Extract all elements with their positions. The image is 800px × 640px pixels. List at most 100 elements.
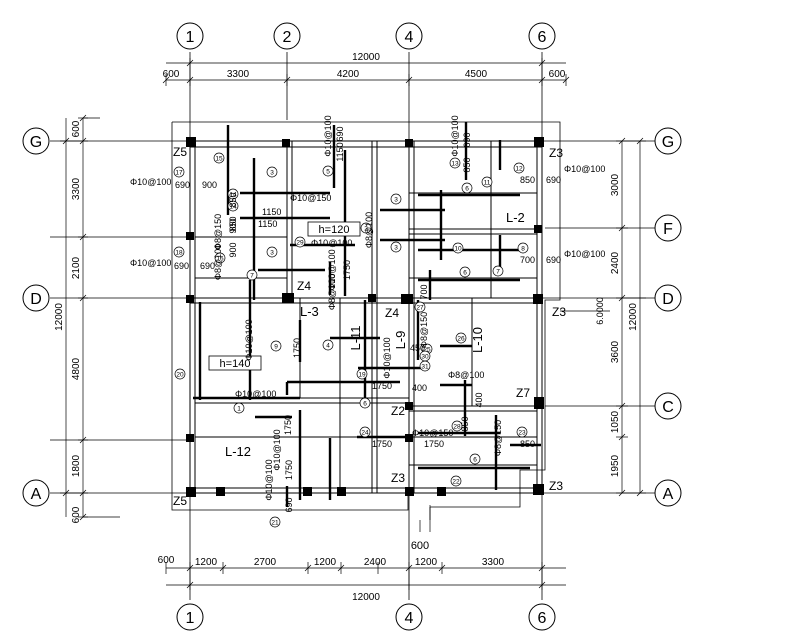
grid-bubbles-right: G F D C A [654,127,682,507]
rebar-mark-circle [450,475,462,487]
rebar-mark: 6 [465,186,469,193]
rebar-mark-circle [452,242,464,254]
rebar-spec: 850 [460,416,470,431]
rebar-mark: 3 [270,250,274,257]
rebar-mark: 31 [421,364,429,371]
column-tag: Z3 [549,479,563,493]
rebar-mark-circle [419,360,431,372]
rebar-mark-circle [322,165,334,177]
rebar-mark-circle [173,166,185,178]
rebar-mark-circle [451,420,463,432]
column [405,487,414,496]
rebar-mark: 30 [421,354,429,361]
rebar-mark-circle [390,241,402,253]
column [534,225,542,233]
rebar-spec: 400 [474,392,484,407]
dim-top-seg: 4500 [465,69,488,80]
column [186,232,194,240]
dim-bottom-mid: 600 [411,540,429,552]
column-tag: Z4 [385,306,399,320]
rebar-mark: 10 [454,246,462,253]
rebar-spec: 850 [228,192,238,207]
grid-label-right-G: G [662,134,674,151]
beam-label: L-2 [506,210,525,225]
columns [186,137,544,497]
grid-label-bottom-6: 6 [538,610,547,627]
grid-label-right-C: C [662,399,674,416]
rebar-mark: 29 [296,240,304,247]
rebar-spec: Φ8@150 [493,420,503,456]
rebar-mark: 3 [270,170,274,177]
dim-right-seg: 3000 [610,173,621,196]
dim-right-seg: 3600 [610,340,621,363]
rebar-mark: 25 [423,347,431,354]
dim-top-seg: 600 [163,69,180,80]
grid-bubbles-bottom: 1 4 6 [176,603,556,631]
column-tag: Z7 [516,386,530,400]
rebar-spec: 850 [228,216,238,231]
rebar-spec: 1750 [372,381,392,391]
rebar-mark-circle [492,265,504,277]
rebar-spec: 450 [410,343,425,353]
rebar-mark: 27 [416,305,424,312]
rebar-spec: Φ10@100 [264,459,274,500]
dim-bottom-seg: 600 [158,555,175,566]
column [533,484,544,495]
rebar-spec: Φ10@100 [130,258,171,268]
rebar-spec: 900 [228,218,238,233]
rebar-mark: 14 [229,192,237,199]
rebar-mark: 5 [326,169,330,176]
rebar-spec: 700 [419,284,429,299]
rebar-spec: 690 [174,261,189,271]
rebar-spec: Φ8@150 [213,214,223,250]
rebar-mark: 11 [484,180,491,187]
rebar-mark: 17 [175,170,183,177]
rebar-spec: 1750 [424,439,444,449]
dim-left-total: 12000 [54,303,65,331]
rebar-mark-circle [390,193,402,205]
rebar-mark: 2 [364,226,368,233]
rebar-mark: 8 [521,246,525,253]
dim-bottom-seg: 2700 [254,557,277,568]
rebar-spec: Φ10@100 [564,164,605,174]
rebar-mark-circle [517,242,529,254]
column [401,294,413,304]
rebar-spec: 690 [284,497,294,512]
rebar-mark: 14 [229,204,237,211]
dim-right-total: 12000 [628,303,639,331]
column [405,139,413,147]
rebar-spec: Φ10@100 [323,115,333,156]
column-tag: Z5 [173,145,187,159]
rebar-spec: 1150 [258,219,277,229]
rebar-spec: Φ8@100 [448,370,484,380]
rebar-mark-circle [174,368,186,380]
rebar-mark: 4 [326,343,330,350]
rebar-spec: Φ8@100 [364,212,374,248]
column [534,137,544,147]
dimension-top [162,58,570,86]
column [337,487,346,496]
column [186,434,194,442]
grid-label-right-D: D [662,291,674,308]
rebar-spec: 690 [335,126,345,141]
column [437,487,446,496]
rebar-mark: 3 [394,245,398,252]
dim-left-seg: 600 [71,506,82,523]
rebar-spec: Φ10@100 [235,389,276,399]
column-tag: Z2 [391,404,405,418]
rebar-spec: 850 [520,175,535,185]
dimension-right [560,137,646,497]
beam-label: L-9 [393,331,408,350]
dim-right-small: 6.0000 [595,297,605,325]
dim-top-seg: 3300 [227,69,250,80]
rebar-spec: 1150 [262,207,281,217]
grid-label-top-4: 4 [405,29,414,46]
rebar-mark-circle [359,426,371,438]
rebar-spec: Φ8@100 [213,244,223,280]
rebar-mark: 16 [216,256,224,263]
dim-top-total: 12000 [352,52,380,63]
rebar-spec: Φ10@100 [564,249,605,259]
column-tag: Z3 [391,471,405,485]
